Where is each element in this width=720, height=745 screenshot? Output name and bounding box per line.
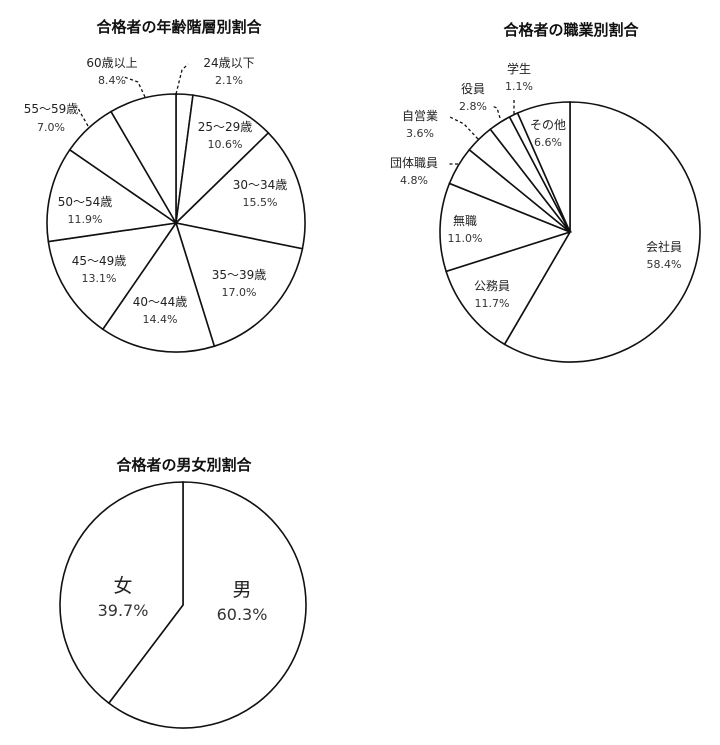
svg-text:2.8%: 2.8% bbox=[459, 100, 487, 113]
occ-label-company: 会社員 58.4% bbox=[646, 239, 682, 271]
occupation-slice-1 bbox=[445, 230, 572, 346]
age-label-25-29: 25～29歳 10.6% bbox=[198, 120, 253, 151]
svg-text:35～39歳: 35～39歳 bbox=[212, 268, 267, 282]
svg-text:10.6%: 10.6% bbox=[208, 138, 243, 151]
gender-pie-slices bbox=[59, 481, 307, 729]
age-pie-chart: 合格者の年齢階層別割合 24歳以下 2.1% 25～29歳 10.6% 30～3… bbox=[24, 18, 306, 353]
occ-leader-selfemployed bbox=[447, 115, 479, 140]
gender-chart-title: 合格者の男女別割合 bbox=[115, 456, 252, 474]
svg-text:39.7%: 39.7% bbox=[98, 601, 149, 620]
svg-text:30～34歳: 30～34歳 bbox=[233, 178, 288, 192]
occ-label-student: 学生 1.1% bbox=[505, 61, 533, 93]
occ-label-public: 公務員 11.7% bbox=[474, 279, 510, 310]
svg-text:公務員: 公務員 bbox=[474, 279, 510, 293]
svg-text:50～54歳: 50～54歳 bbox=[58, 195, 113, 209]
occ-label-other: その他 6.6% bbox=[530, 118, 566, 149]
gender-label-female: 女 39.7% bbox=[98, 575, 149, 620]
svg-text:団体職員: 団体職員 bbox=[390, 156, 438, 170]
age-label-40-44: 40～44歳 14.4% bbox=[133, 295, 188, 326]
svg-text:無職: 無職 bbox=[453, 213, 477, 228]
age-leader-24 bbox=[175, 63, 189, 95]
age-slice-3 bbox=[174, 221, 304, 348]
occ-label-unemployed: 無職 11.0% bbox=[448, 213, 483, 245]
svg-text:女: 女 bbox=[113, 575, 132, 597]
svg-text:男: 男 bbox=[232, 579, 251, 601]
svg-text:45～49歳: 45～49歳 bbox=[72, 254, 127, 268]
age-chart-title: 合格者の年齢階層別割合 bbox=[95, 18, 262, 36]
occ-label-organization: 団体職員 4.8% bbox=[390, 156, 438, 187]
occ-label-selfemployed: 自営業 3.6% bbox=[402, 109, 438, 140]
svg-text:6.6%: 6.6% bbox=[534, 136, 562, 149]
svg-text:3.6%: 3.6% bbox=[406, 127, 434, 140]
svg-text:学生: 学生 bbox=[507, 61, 531, 76]
svg-text:7.0%: 7.0% bbox=[37, 121, 65, 134]
svg-text:11.7%: 11.7% bbox=[475, 297, 510, 310]
svg-text:2.1%: 2.1% bbox=[215, 74, 243, 87]
gender-label-male: 男 60.3% bbox=[217, 579, 268, 624]
age-leader-60 bbox=[123, 76, 146, 98]
occupation-slice-2 bbox=[439, 182, 573, 273]
svg-text:24歳以下: 24歳以下 bbox=[203, 56, 254, 70]
age-label-50-54: 50～54歳 11.9% bbox=[58, 195, 113, 226]
occupation-pie-slices bbox=[439, 101, 701, 363]
occ-label-officer: 役員 2.8% bbox=[459, 81, 487, 113]
age-label-60: 60歳以上 8.4% bbox=[86, 56, 137, 87]
svg-text:4.8%: 4.8% bbox=[400, 174, 428, 187]
svg-text:15.5%: 15.5% bbox=[243, 196, 278, 209]
age-label-24: 24歳以下 2.1% bbox=[203, 56, 254, 87]
age-label-55-59: 55～59歳 7.0% bbox=[24, 102, 79, 134]
svg-text:8.4%: 8.4% bbox=[98, 74, 126, 87]
gender-slice-0 bbox=[107, 481, 307, 729]
age-slice-6 bbox=[46, 148, 179, 243]
svg-text:40～44歳: 40～44歳 bbox=[133, 295, 188, 309]
svg-text:55～59歳: 55～59歳 bbox=[24, 102, 79, 116]
age-slice-4 bbox=[101, 221, 216, 353]
gender-slice-1 bbox=[59, 481, 184, 705]
age-slice-1 bbox=[174, 94, 270, 226]
age-leader-55 bbox=[77, 107, 89, 127]
svg-text:60.3%: 60.3% bbox=[217, 605, 268, 624]
svg-text:17.0%: 17.0% bbox=[222, 286, 257, 299]
occupation-slice-0 bbox=[503, 101, 701, 363]
age-label-35-39: 35～39歳 17.0% bbox=[212, 268, 267, 299]
svg-text:11.0%: 11.0% bbox=[448, 232, 483, 245]
occupation-pie-chart: 合格者の職業別割合 会社員 58.4% 公務員 11.7% 無職 11.0% 団… bbox=[390, 21, 701, 363]
svg-text:自営業: 自営業 bbox=[402, 109, 438, 123]
occupation-slice-7 bbox=[516, 101, 571, 233]
svg-text:11.9%: 11.9% bbox=[68, 213, 103, 226]
age-slice-2 bbox=[174, 131, 306, 250]
svg-text:役員: 役員 bbox=[461, 81, 485, 96]
age-label-30-34: 30～34歳 15.5% bbox=[233, 178, 288, 209]
occ-leader-officer bbox=[491, 105, 501, 119]
occupation-chart-title: 合格者の職業別割合 bbox=[502, 21, 639, 39]
svg-text:会社員: 会社員 bbox=[646, 239, 682, 254]
svg-text:60歳以上: 60歳以上 bbox=[86, 56, 137, 70]
svg-text:その他: その他 bbox=[530, 118, 566, 132]
age-label-45-49: 45～49歳 13.1% bbox=[72, 254, 127, 285]
age-slice-8 bbox=[109, 93, 177, 226]
svg-text:58.4%: 58.4% bbox=[647, 258, 682, 271]
svg-text:1.1%: 1.1% bbox=[505, 80, 533, 93]
age-pie-slices bbox=[46, 93, 306, 353]
svg-text:25～29歳: 25～29歳 bbox=[198, 120, 253, 134]
gender-pie-chart: 合格者の男女別割合 男 60.3% 女 39.7% bbox=[59, 456, 307, 729]
svg-text:14.4%: 14.4% bbox=[143, 313, 178, 326]
svg-text:13.1%: 13.1% bbox=[82, 272, 117, 285]
age-slice-5 bbox=[47, 221, 178, 331]
